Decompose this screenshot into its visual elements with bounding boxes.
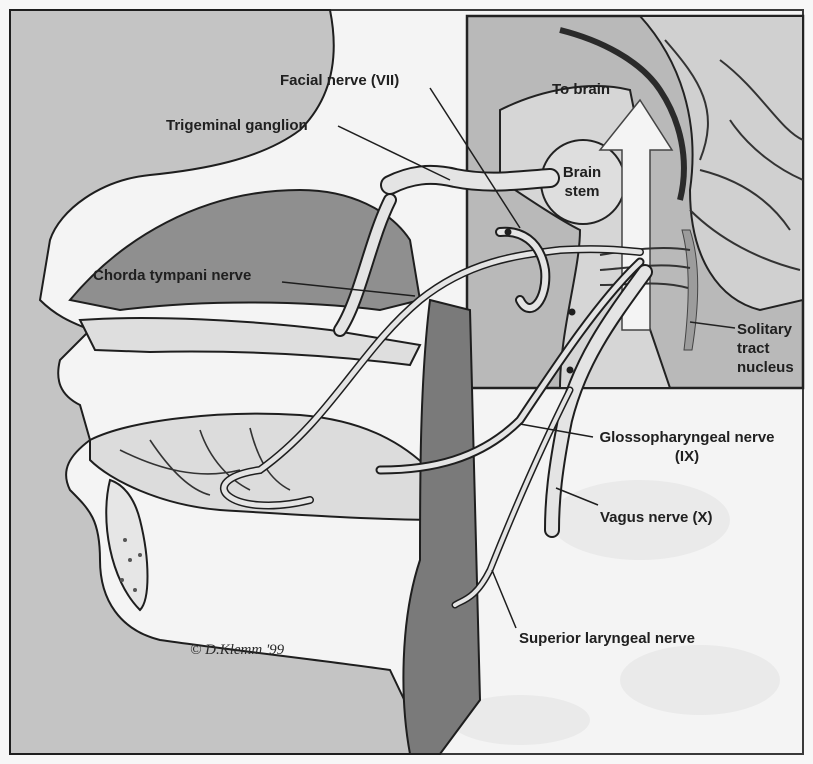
artist-credit: © D.Klemm '99 xyxy=(190,642,284,659)
label-brain-stem: Brain stem xyxy=(553,163,611,201)
label-glossopharyngeal-nerve: Glossopharyngeal nerve (IX) xyxy=(594,428,780,466)
label-to-brain: To brain xyxy=(552,80,610,99)
label-solitary-tract-nucleus: Solitary tract nucleus xyxy=(737,320,809,377)
label-facial-nerve: Facial nerve (VII) xyxy=(280,71,399,90)
label-superior-laryngeal-nerve: Superior laryngeal nerve xyxy=(519,629,695,648)
label-vagus-nerve: Vagus nerve (X) xyxy=(600,508,713,527)
label-chorda-tympani: Chorda tympani nerve xyxy=(93,266,251,285)
label-trigeminal-ganglion: Trigeminal ganglion xyxy=(166,116,308,135)
